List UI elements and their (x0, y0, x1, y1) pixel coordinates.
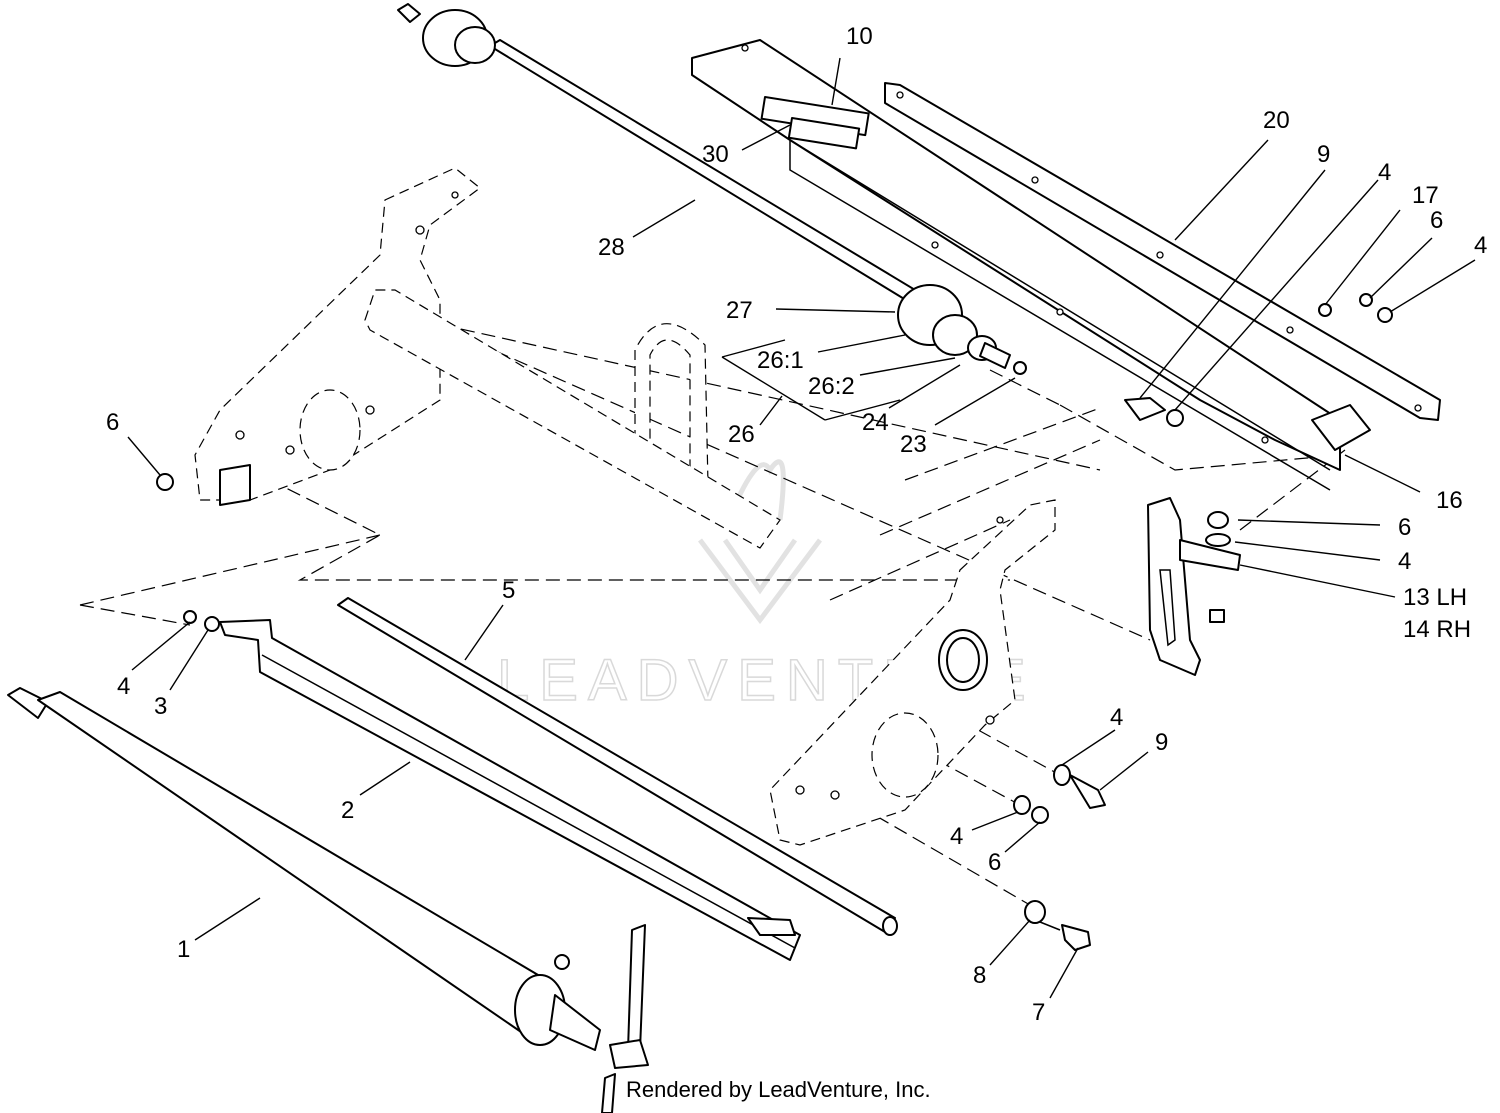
adjust-bolt (601, 924, 649, 1113)
callout-1: 1 (177, 936, 190, 963)
callout-2: 2 (341, 797, 354, 824)
callout-9: 9 (1317, 141, 1330, 168)
callout-6: 6 (1430, 207, 1443, 234)
u-bolt (634, 323, 709, 486)
render-credit: Rendered by LeadVenture, Inc. (626, 1077, 931, 1102)
end-hardware (1124, 293, 1393, 451)
callout-4f: 4 (950, 823, 963, 850)
callout-6c: 6 (1398, 514, 1411, 541)
fasteners (156, 473, 1106, 951)
callout-26-1: 26:1 (757, 347, 804, 374)
callout-10: 10 (846, 23, 873, 50)
callout-6b: 6 (106, 409, 119, 436)
leader-lines (127, 57, 1476, 999)
callout-17: 17 (1412, 182, 1439, 209)
callout-23: 23 (900, 431, 927, 458)
callout-4c: 4 (1398, 548, 1411, 575)
callout-28: 28 (598, 234, 625, 261)
callout-4e: 4 (1110, 704, 1123, 731)
callout-8: 8 (973, 962, 986, 989)
callout-24: 24 (862, 409, 889, 436)
callout-14-rh: 14 RH (1403, 616, 1471, 643)
callout-3: 3 (154, 693, 167, 720)
callout-4b: 4 (1474, 232, 1487, 259)
callout-4: 4 (1378, 159, 1391, 186)
callout-4d: 4 (117, 673, 130, 700)
callout-6d: 6 (988, 849, 1001, 876)
scraper (219, 619, 801, 961)
callout-7: 7 (1032, 999, 1045, 1026)
shaft (397, 3, 1027, 375)
callout-26: 26 (728, 421, 755, 448)
rod (337, 597, 898, 936)
strip (884, 82, 1441, 421)
callout-26-2: 26:2 (808, 373, 855, 400)
callout-27: 27 (726, 297, 753, 324)
callout-labels: 10 30 20 9 4 17 6 4 28 27 26:1 26:2 26 2… (106, 23, 1487, 1026)
right-side-plate (769, 499, 1056, 846)
mounting-bar (691, 39, 1341, 491)
adjust-bracket (1147, 497, 1241, 676)
callout-30: 30 (702, 141, 729, 168)
left-side-plate (194, 167, 781, 549)
callout-16: 16 (1436, 487, 1463, 514)
roller (7, 687, 601, 1051)
callout-13-lh: 13 LH (1403, 584, 1467, 611)
callout-9b: 9 (1155, 729, 1168, 756)
callout-5: 5 (502, 577, 515, 604)
callout-20: 20 (1263, 107, 1290, 134)
